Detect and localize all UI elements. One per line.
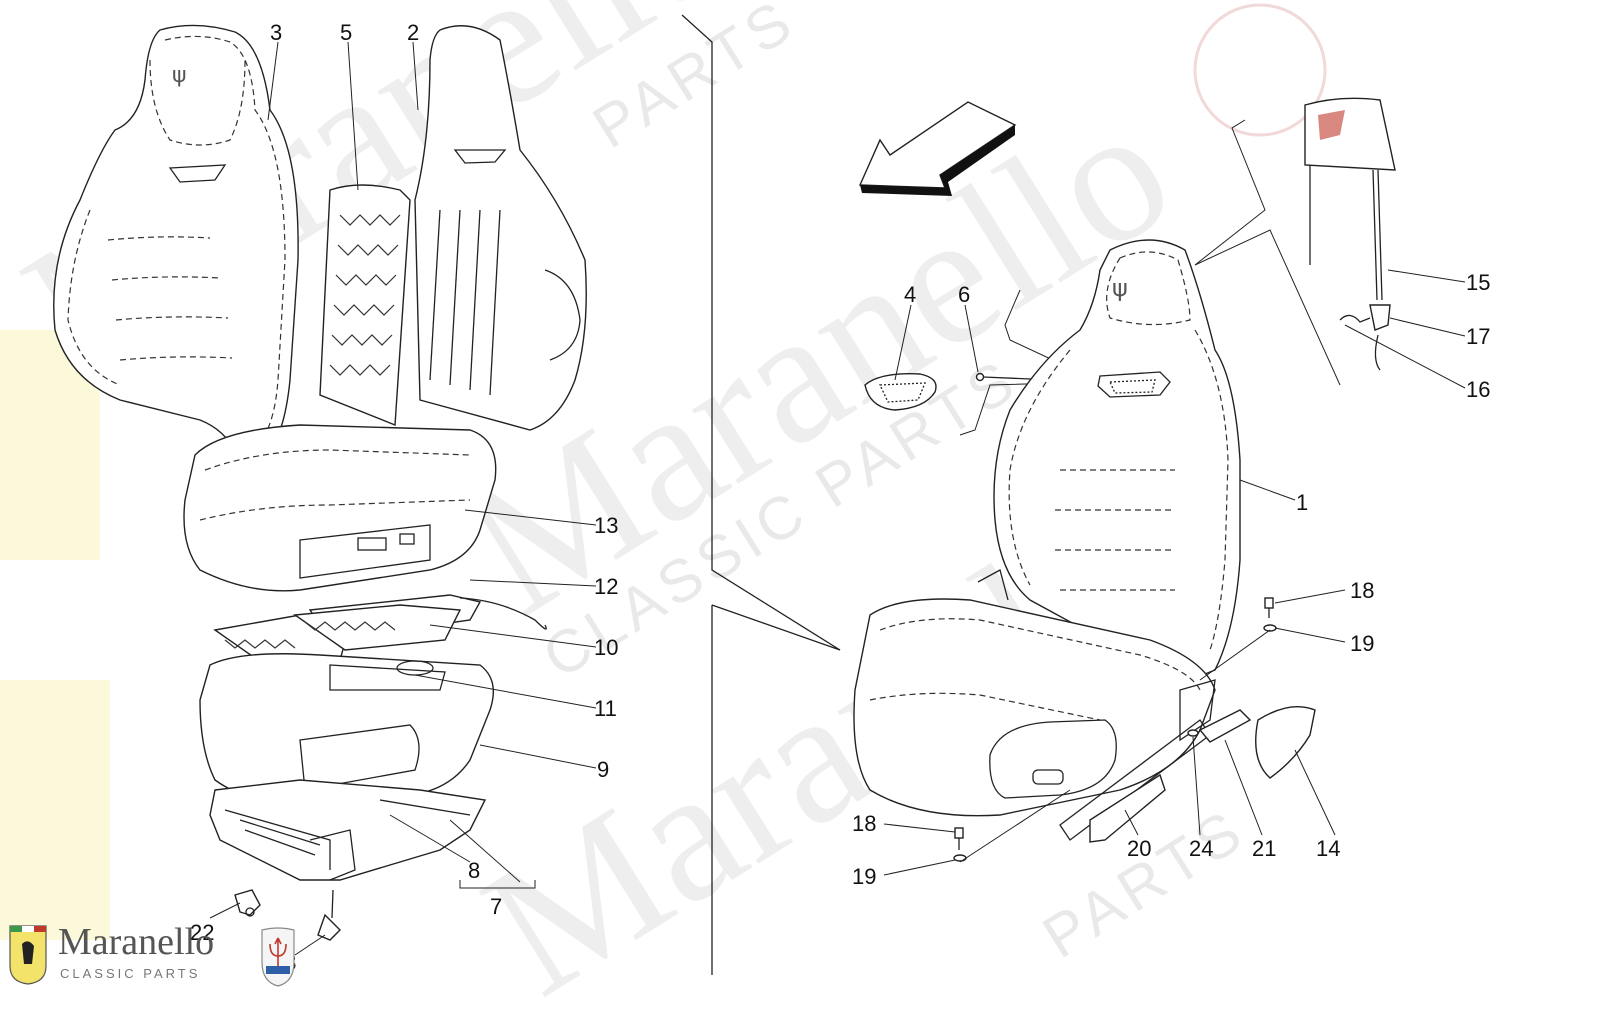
callout-22: 22	[190, 920, 214, 945]
trident-emblem-seat-icon: ψ	[1112, 274, 1128, 302]
callout-5: 5	[340, 20, 352, 45]
badge-yellow-left-2	[0, 680, 110, 940]
seatback-cover-icon: ψ	[53, 24, 299, 453]
seatback-foam-icon	[414, 25, 587, 431]
trident-logo-icon	[261, 927, 295, 987]
callout-24: 24	[1189, 836, 1213, 861]
callout-20: 20	[1127, 836, 1151, 861]
bracket-22-icon	[234, 889, 261, 917]
callout-16: 16	[1466, 377, 1490, 402]
callout-18-lower: 18	[852, 811, 876, 836]
heater-pad-icon	[319, 184, 411, 427]
brand-logo: Maranello CLASSIC PARTS	[8, 920, 328, 1000]
callout-4: 4	[904, 282, 916, 307]
callout-12: 12	[594, 574, 618, 599]
callout-17: 17	[1466, 324, 1490, 349]
watermark-trident-icon	[1193, 3, 1327, 137]
shield-logo-icon	[9, 925, 47, 985]
left-exploded-view: ψ	[53, 24, 597, 956]
callout-8: 8	[468, 858, 480, 883]
callout-9: 9	[597, 757, 609, 782]
seat-frame-icon	[209, 779, 487, 881]
heater-mat-icon	[213, 604, 462, 666]
side-trim-14-icon	[1255, 706, 1316, 779]
callout-15: 15	[1466, 270, 1490, 295]
seat-foam-icon	[199, 653, 494, 806]
trident-emblem-icon: ψ	[172, 63, 187, 88]
bracket-23-icon	[317, 889, 341, 941]
callout-14: 14	[1316, 836, 1340, 861]
washer-24-icon	[1187, 729, 1199, 737]
callout-21: 21	[1252, 836, 1276, 861]
callout-19-lower: 19	[852, 864, 876, 889]
brand-name: Maranello	[58, 921, 215, 963]
headrest-icon	[1194, 97, 1396, 386]
callout-3: 3	[270, 20, 282, 45]
view-divider	[681, 14, 841, 975]
washer-19-lower-icon	[953, 854, 967, 862]
seat-cushion-cover-icon	[183, 424, 497, 592]
screw-18-upper-icon	[1264, 597, 1274, 618]
vent-grille-4-icon	[864, 373, 937, 411]
rail-cover-20-icon	[1089, 773, 1166, 843]
callout-10: 10	[594, 635, 618, 660]
screw-18-lower-icon	[954, 827, 964, 850]
brand-tagline: CLASSIC PARTS	[60, 966, 201, 981]
seat-assembly-icon: ψ	[853, 239, 1241, 841]
callout-6: 6	[958, 282, 970, 307]
callout-18-upper: 18	[1350, 578, 1374, 603]
callout-13: 13	[594, 513, 618, 538]
callout-2: 2	[407, 20, 419, 45]
right-assembled-view: ψ	[853, 97, 1466, 876]
callout-19-upper: 19	[1350, 631, 1374, 656]
callout-7: 7	[490, 894, 502, 919]
callout-11: 11	[594, 696, 617, 721]
direction-arrow-icon	[858, 101, 1017, 196]
rail-cover-21-icon	[1198, 709, 1252, 743]
callout-1: 1	[1296, 490, 1308, 515]
